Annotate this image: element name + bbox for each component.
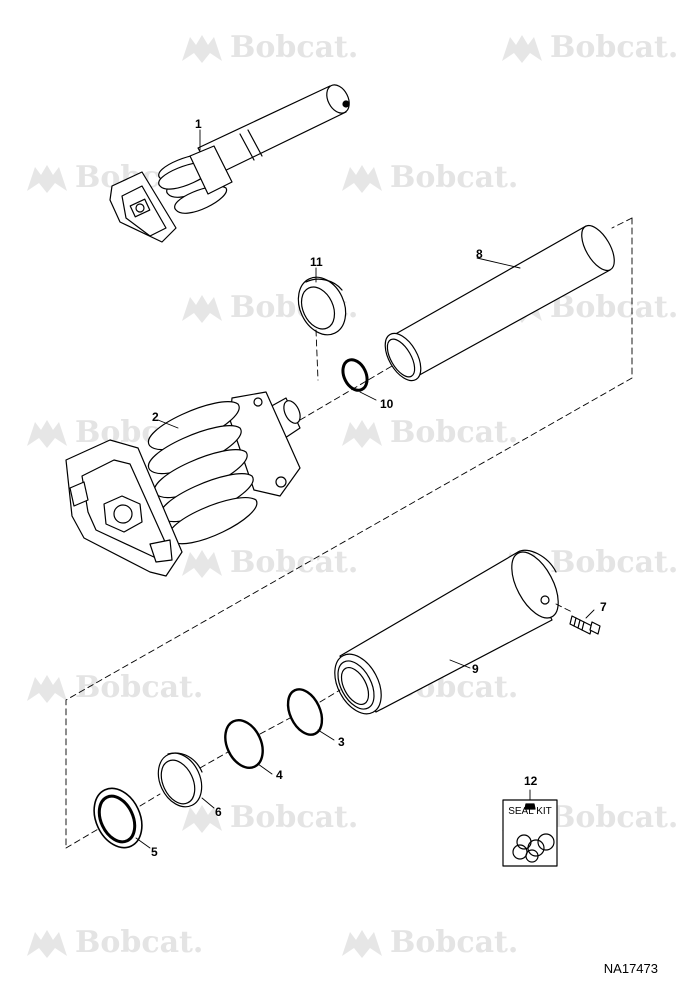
callout-10: 10 — [380, 397, 394, 411]
callout-5: 5 — [151, 845, 158, 859]
leader-lines — [135, 129, 595, 849]
callout-3: 3 — [338, 735, 345, 749]
part-2-spring-assembly — [65, 391, 301, 577]
callout-4: 4 — [276, 768, 283, 782]
part-1-assembly — [109, 84, 350, 243]
callout-2: 2 — [152, 410, 159, 424]
part-7-grease-fitting — [569, 615, 601, 635]
callout-12: 12 — [524, 774, 538, 788]
callout-9: 9 — [472, 662, 479, 676]
callout-11: 11 — [310, 255, 323, 269]
part-3-ring — [286, 688, 324, 736]
callout-6: 6 — [215, 805, 222, 819]
part-10-snap-ring — [341, 358, 369, 392]
part-8-tube — [384, 224, 615, 382]
part-11-seal — [297, 276, 347, 336]
part-9-cylinder — [334, 549, 559, 715]
assembly-lines — [65, 217, 633, 849]
part-6-bushing — [157, 752, 203, 808]
part-12-seal-kit — [502, 799, 558, 867]
callout-1: 1 — [195, 117, 202, 131]
part-5-wiper-seal — [93, 787, 143, 849]
callout-8: 8 — [476, 247, 483, 261]
callout-7: 7 — [600, 600, 607, 614]
seal-kit-label: SEAL KIT — [508, 806, 552, 817]
part-4-ring — [224, 719, 264, 769]
drawing-reference: NA17473 — [603, 961, 658, 976]
